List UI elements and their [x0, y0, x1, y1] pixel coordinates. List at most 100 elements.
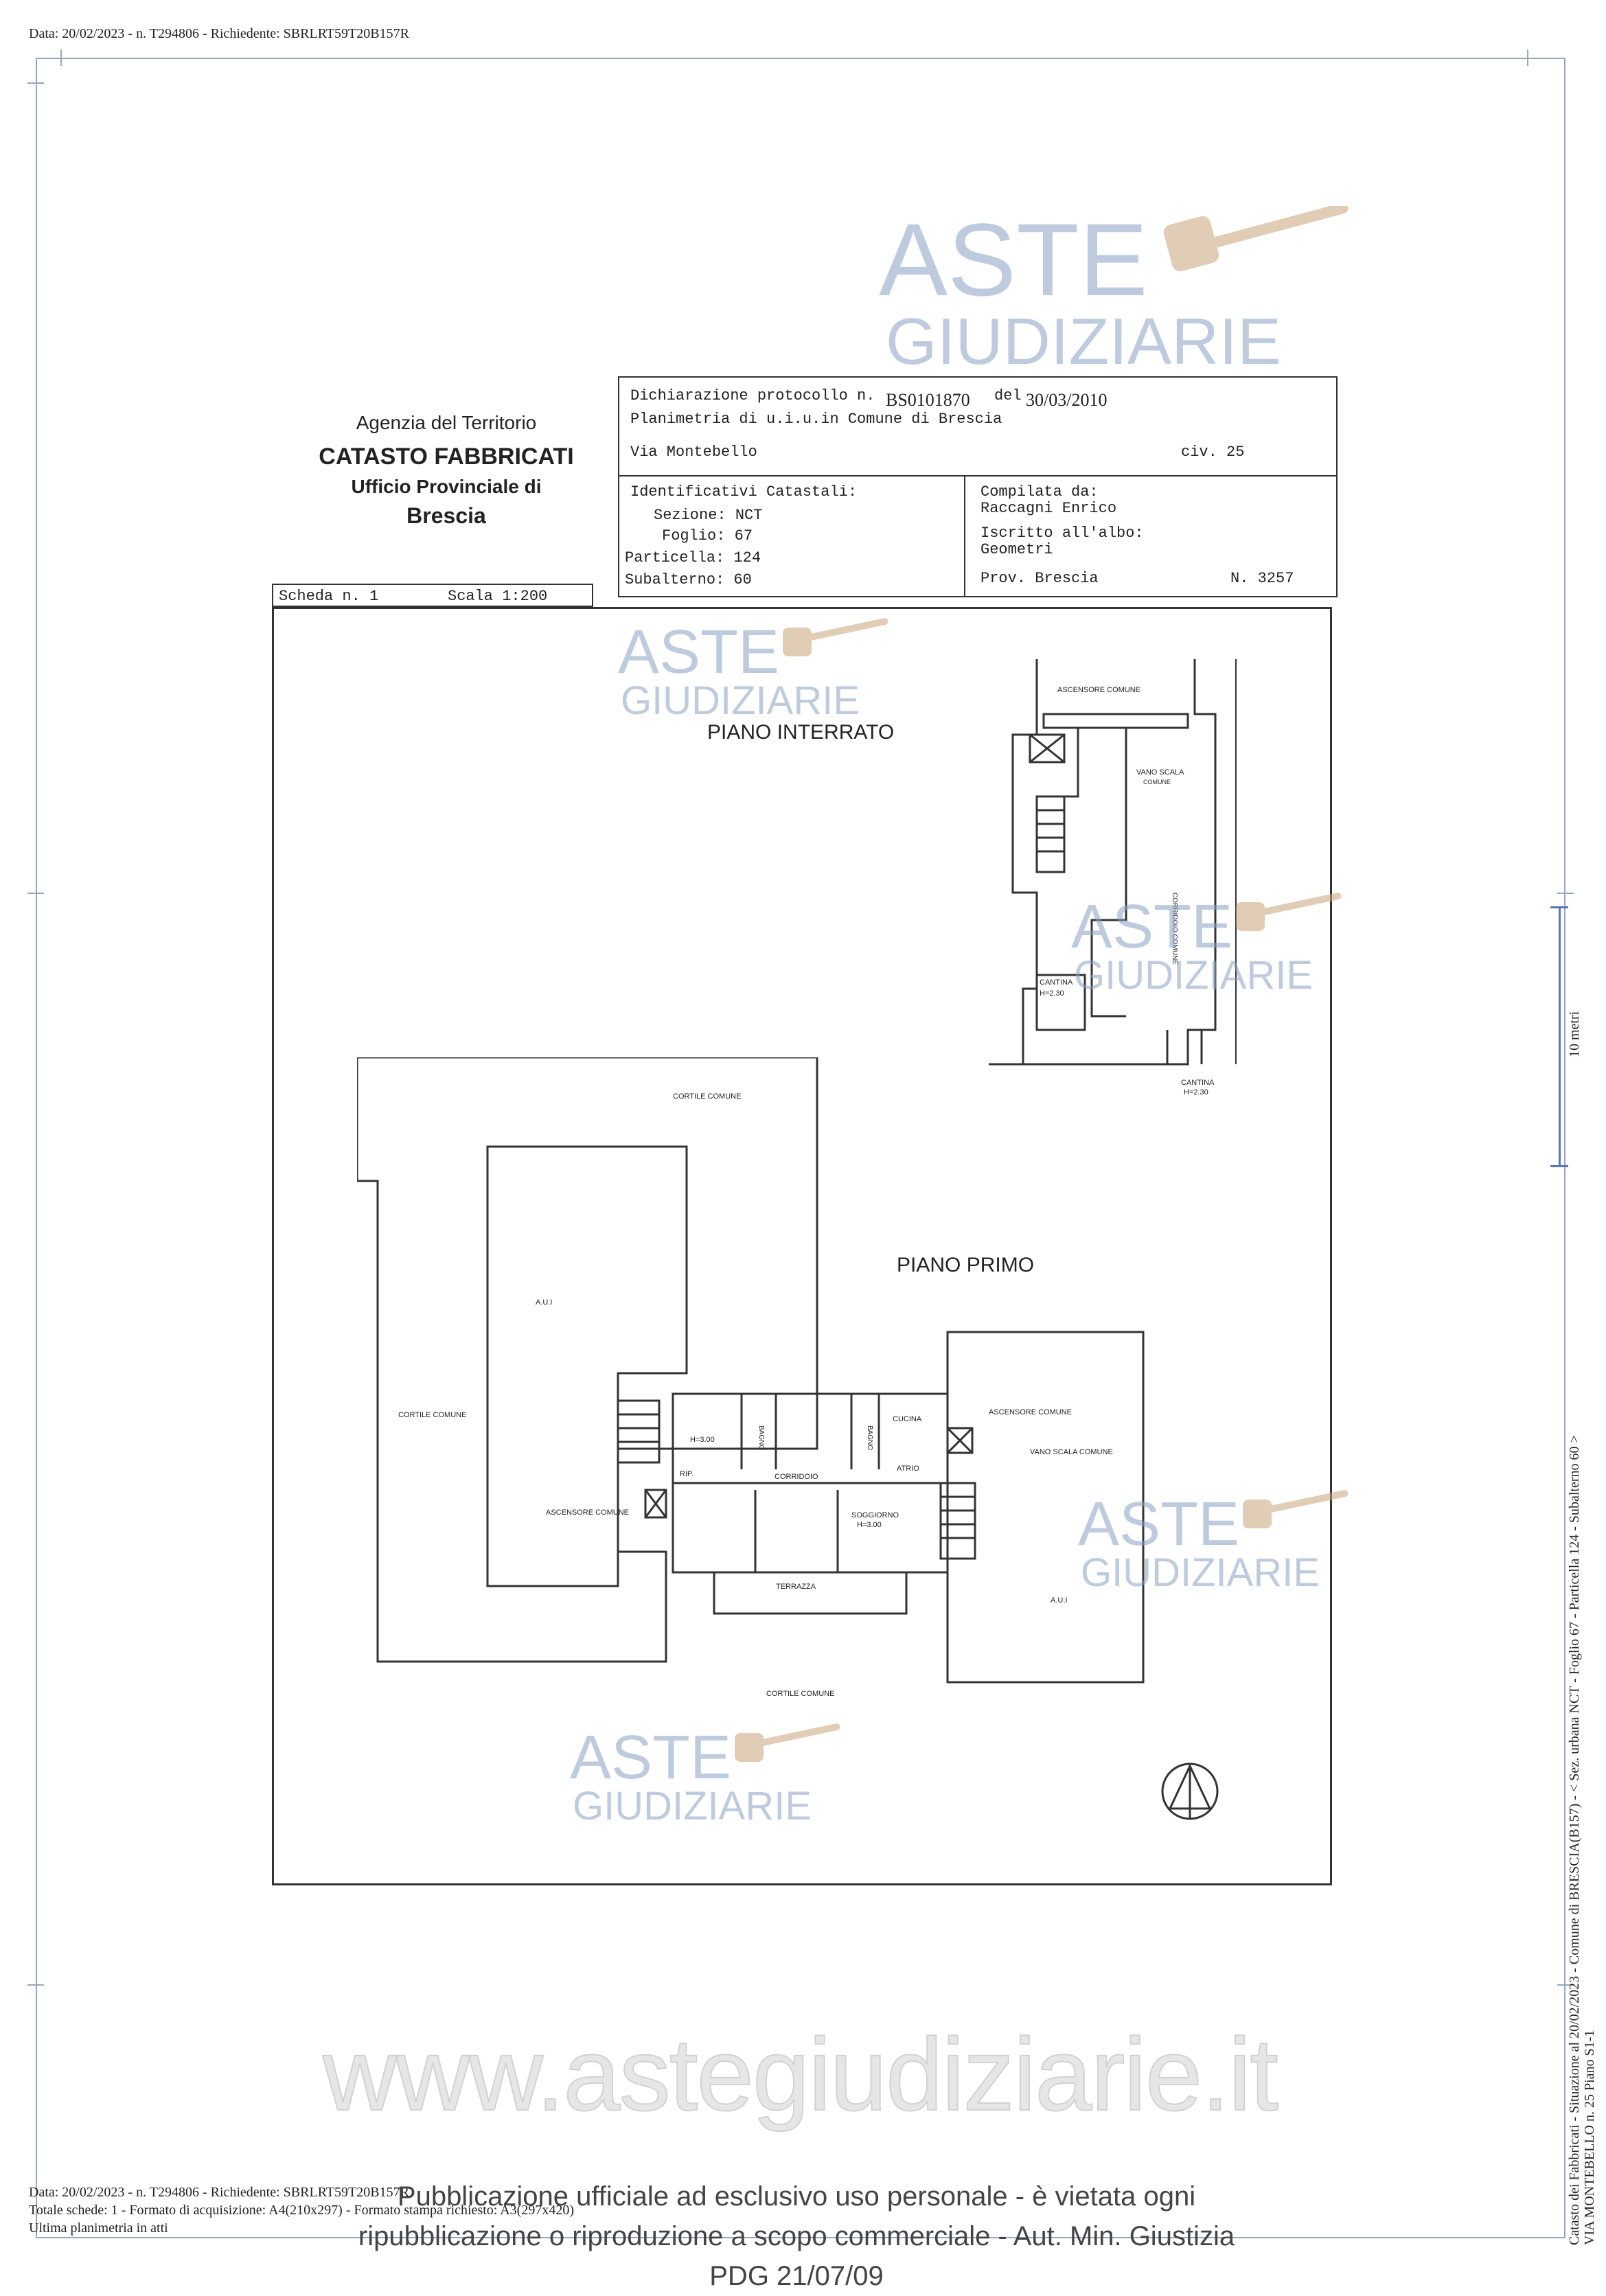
agency-line1: Agenzia del Territorio	[356, 412, 537, 433]
gavel-icon	[1236, 902, 1265, 931]
logo-top-text: ASTE	[570, 1723, 731, 1792]
label-bagno-1: BAGNO	[757, 1425, 765, 1450]
logo-top-text: ASTE	[879, 206, 1148, 317]
aste-logo-watermark: ASTE GIUDIZIARIE	[1078, 1490, 1349, 1593]
compiled-by: Raccagni Enrico	[980, 500, 1117, 517]
date-value: 30/03/2010	[1026, 390, 1108, 410]
divider	[619, 475, 1336, 477]
logo-top-text: ASTE	[1078, 1490, 1239, 1559]
scale-bar-label: 10 metri	[1567, 1011, 1582, 1057]
label-aui-left: A.U.I	[536, 1298, 552, 1307]
label-terrazza: TERRAZZA	[776, 1583, 816, 1591]
frame-tick	[27, 893, 44, 894]
label-soggiorno: SOGGIORNO	[851, 1511, 899, 1519]
logo-bottom-text: GIUDIZIARIE	[573, 1784, 812, 1826]
label-soggiorno-h: H=3.00	[857, 1521, 882, 1529]
aste-logo-watermark: ASTE GIUDIZIARIE	[1071, 893, 1342, 996]
gavel-icon	[783, 628, 812, 656]
gavel-handle	[1267, 1490, 1349, 1513]
frame-tick	[1557, 1984, 1574, 1986]
side-info-2: VIA MONTEBELLO n. 25 Piano S1-1	[1582, 2030, 1597, 2245]
logo-top-text: ASTE	[618, 618, 779, 687]
drawing-area	[272, 607, 1332, 1885]
gavel-icon	[735, 1733, 764, 1762]
label-h300: H=3.00	[690, 1436, 715, 1444]
planimetry-line: Planimetria di u.i.u.in Comune di Bresci…	[630, 411, 1002, 428]
divider	[964, 475, 965, 596]
sezione: Sezione: NCT	[654, 507, 763, 524]
footer-meta: Data: 20/02/2023 - n. T294806 - Richiede…	[29, 2183, 574, 2237]
basement-plan: ASCENSORE COMUNE VANO SCALA COMUNE CORRI…	[989, 659, 1237, 1097]
label-cucina: CUCINA	[893, 1415, 922, 1423]
agency-line3: Ufficio Provinciale di	[351, 476, 542, 497]
logo-top-text: ASTE	[1071, 893, 1232, 961]
label-vano-scala-right: VANO SCALA COMUNE	[1030, 1448, 1113, 1456]
label-cantina-2: CANTINA	[1181, 1079, 1215, 1087]
civic-number: civ. 25	[1181, 444, 1245, 461]
agency-line4: Brescia	[406, 503, 486, 528]
subalterno: Subalterno: 60	[625, 571, 752, 588]
gavel-handle	[807, 618, 888, 641]
label-cortile-bottom: CORTILE COMUNE	[766, 1690, 834, 1698]
agency-block: Agenzia del Territorio CATASTO FABBRICAT…	[295, 412, 597, 529]
protocol-label: Dichiarazione protocollo n.	[630, 387, 875, 404]
label-ascensore-right: ASCENSORE COMUNE	[989, 1408, 1072, 1416]
frame-tick	[1557, 893, 1574, 894]
compiled-label: Compilata da:	[980, 483, 1099, 501]
scheda-box: Scheda n. 1 Scala 1:200	[272, 584, 593, 607]
declaration-table: Dichiarazione protocollo n. BS0101870 de…	[618, 376, 1338, 597]
gavel-handle	[1208, 206, 1349, 249]
albo-number: N. 3257	[1230, 570, 1294, 587]
date-label: del	[994, 387, 1022, 404]
label-cantina-1: CANTINA	[1040, 978, 1073, 987]
notice-line2: ripubblicazione o riproduzione a scopo c…	[358, 2221, 1235, 2291]
particella: Particella: 124	[625, 549, 761, 566]
aste-logo-watermark: ASTE GIUDIZIARIE	[618, 618, 888, 721]
notice-line1: Pubblicazione ufficiale ad esclusivo uso…	[397, 2181, 1196, 2212]
gavel-icon	[1163, 216, 1219, 272]
basement-title: PIANO INTERRATO	[707, 721, 895, 744]
label-vano-scala-comune: COMUNE	[1143, 779, 1171, 785]
label-atrio: ATRIO	[897, 1465, 919, 1473]
label-cantina-2-h: H=2.30	[1184, 1088, 1208, 1097]
label-rip: RIP.	[680, 1470, 693, 1478]
protocol-number: BS0101870	[886, 390, 970, 410]
label-cortile-top: CORTILE COMUNE	[673, 1092, 741, 1101]
logo-bottom-text: GIUDIZIARIE	[886, 305, 1281, 378]
gavel-handle	[759, 1723, 840, 1746]
scale-label: Scala 1:200	[448, 588, 548, 605]
label-ascensore: ASCENSORE COMUNE	[1057, 686, 1140, 694]
province: Prov. Brescia	[980, 570, 1099, 587]
registered-value: Geometri	[980, 541, 1053, 558]
gavel-handle	[1260, 893, 1342, 915]
publication-notice: Pubblicazione ufficiale ad esclusivo uso…	[330, 2177, 1263, 2296]
scale-bar-tick	[1550, 1165, 1568, 1167]
north-arrow-icon	[1161, 1763, 1219, 1820]
label-cortile-left: CORTILE COMUNE	[398, 1411, 466, 1419]
frame-tick	[1527, 49, 1528, 66]
aste-logo-watermark: ASTE GIUDIZIARIE	[879, 206, 1349, 378]
label-aui-right: A.U.I	[1051, 1596, 1067, 1605]
label-corridoio: CORRIDOIO	[775, 1473, 818, 1481]
label-vano-scala: VANO SCALA	[1136, 768, 1184, 777]
frame-tick	[27, 1984, 44, 1986]
label-corridoio-comune: CORRIDOIO COMUNE	[1171, 893, 1178, 965]
url-watermark: www.astegiudiziarie.it	[322, 2016, 1279, 2133]
identifiers-label: Identificativi Catastali:	[630, 483, 858, 501]
outer-frame	[36, 58, 1565, 2238]
aste-logo-watermark: ASTE GIUDIZIARIE	[570, 1723, 840, 1826]
first-floor-plan: CORTILE COMUNE A.U.I CORTILE COMUNE H=3.…	[357, 1057, 1145, 1698]
label-cantina-1-h: H=2.30	[1040, 989, 1064, 998]
address: Via Montebello	[630, 444, 757, 461]
scale-bar	[1559, 906, 1561, 1167]
frame-tick	[27, 82, 44, 84]
label-ascensore-left: ASCENSORE COMUNE	[546, 1508, 629, 1517]
frame-tick	[60, 49, 62, 66]
scheda-label: Scheda n. 1	[279, 588, 379, 605]
footer-last: Ultima planimetria in atti	[29, 2220, 168, 2236]
first-floor-title: PIANO PRIMO	[897, 1254, 1035, 1276]
label-bagno-2: BAGNO	[866, 1425, 873, 1450]
scale-bar-tick	[1550, 906, 1568, 908]
side-info-1: Catasto dei Fabbricati - Situazione al 2…	[1567, 1435, 1582, 2245]
logo-bottom-text: GIUDIZIARIE	[1074, 953, 1313, 996]
